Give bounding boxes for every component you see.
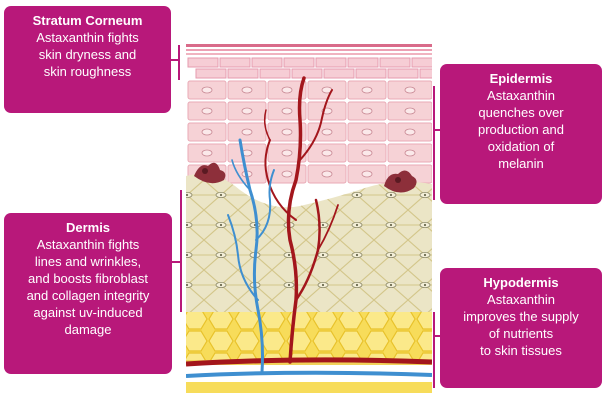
stratum-corneum-layer bbox=[186, 44, 440, 78]
callout-title: Hypodermis bbox=[446, 274, 596, 291]
callout-title: Epidermis bbox=[446, 70, 596, 87]
skin-cross-section bbox=[186, 40, 440, 393]
callout-body: Astaxanthin fights lines and wrinkles, a… bbox=[10, 236, 166, 338]
callout-body: Astaxanthin fights skin dryness and skin… bbox=[10, 29, 165, 80]
callout-epidermis: Epidermis Astaxanthin quenches over prod… bbox=[440, 64, 602, 204]
callout-title: Stratum Corneum bbox=[10, 12, 165, 29]
callout-title: Dermis bbox=[10, 219, 166, 236]
callout-dermis: Dermis Astaxanthin fights lines and wrin… bbox=[4, 213, 172, 374]
callout-body: Astaxanthin improves the supply of nutri… bbox=[446, 291, 596, 359]
callout-stratum-corneum: Stratum Corneum Astaxanthin fights skin … bbox=[4, 6, 171, 113]
hypodermis-fat-layer bbox=[186, 312, 432, 360]
epidermis-layer bbox=[188, 81, 432, 183]
callout-body: Astaxanthin quenches over production and… bbox=[446, 87, 596, 172]
callout-hypodermis: Hypodermis Astaxanthin improves the supp… bbox=[440, 268, 602, 388]
